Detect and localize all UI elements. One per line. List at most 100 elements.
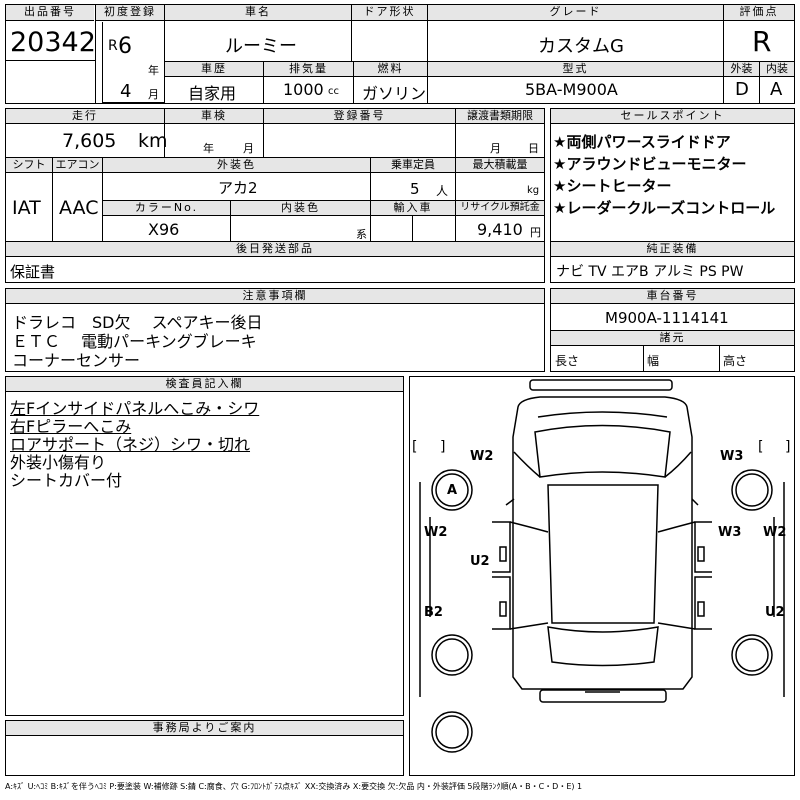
load-header: 最大積載量	[456, 158, 544, 173]
notes-block	[5, 288, 545, 372]
load-unit: kg	[527, 185, 540, 196]
reg-month: 4	[120, 81, 132, 102]
lot-header: 出品番号	[6, 5, 94, 21]
inspector-line: 外装小傷有り	[10, 453, 107, 472]
sales-header: セールスポイント	[551, 109, 794, 124]
seating: 5	[410, 180, 420, 198]
office-header: 事務局よりご案内	[6, 721, 403, 736]
shift: IAT	[12, 197, 41, 219]
lot-number: 20342	[10, 27, 96, 58]
inspector-line: 右Fピラーへこみ	[10, 417, 132, 436]
damage-mark: A	[447, 483, 458, 498]
vehicle-info-block	[5, 108, 545, 242]
later-parts-block	[5, 241, 545, 283]
recycle-fee: 9,410	[477, 220, 523, 239]
name-header: 車名	[165, 5, 351, 21]
mileage: 7,605	[62, 130, 117, 152]
inspector-line: シートカバー付	[10, 471, 123, 490]
bracket-mark: ]	[440, 439, 446, 455]
sales-item: ★両側パワースライドドア	[553, 133, 731, 151]
car-name: ルーミー	[225, 36, 297, 57]
later-parts-value: 保証書	[10, 263, 56, 281]
dims-height: 高さ	[723, 354, 748, 368]
genuine-header: 純正装備	[551, 242, 794, 257]
office-block	[5, 720, 404, 776]
inspect-header: 車検	[165, 109, 263, 124]
damage-mark: W2	[470, 449, 494, 464]
recycle-header: リサイクル預託金	[456, 201, 544, 216]
inspector-line: ロアサポート（ネジ）シワ・切れ	[10, 435, 251, 454]
damage-mark: W3	[720, 449, 744, 464]
displacement: 1000	[283, 80, 324, 99]
score-header: 評価点	[724, 5, 794, 21]
aircon: AAC	[59, 197, 99, 219]
sales-item: ★レーダークルーズコントロール	[553, 199, 776, 217]
damage-mark: B2	[424, 605, 443, 620]
transfer-header: 譲渡書類期限	[456, 109, 544, 124]
chassis-block	[550, 288, 795, 372]
dims-width: 幅	[647, 354, 660, 368]
exterior-color: アカ2	[218, 179, 258, 197]
bracket-mark: [	[412, 439, 418, 455]
sales-item: ★シートヒーター	[553, 177, 672, 195]
seating-unit: 人	[436, 184, 449, 198]
damage-mark: U2	[470, 554, 490, 569]
ext-score: D	[735, 79, 749, 100]
grade-header: グレード	[428, 5, 723, 21]
int-score: A	[770, 79, 783, 100]
damage-diagram: W2 W3 A W2 W3 W2 W2 U2 U2 B2 U2 [ ] [ ]	[409, 376, 795, 776]
disp-unit: cc	[328, 86, 339, 97]
ext-header: 外装	[724, 62, 759, 77]
history-header: 車歴	[165, 62, 263, 77]
transfer-month-unit: 月	[490, 142, 501, 155]
intcolor-unit: 系	[356, 228, 367, 241]
damage-mark: W2	[424, 525, 448, 540]
int-header: 内装	[760, 62, 794, 77]
inspector-line: 左Fインサイドパネルへこみ・シワ	[10, 399, 260, 418]
plate-header: 登録番号	[264, 109, 455, 124]
color-number: X96	[148, 220, 180, 239]
chassis-number: M900A-1114141	[605, 309, 729, 327]
inspect-year-unit: 年	[203, 142, 214, 155]
car-outline-svg	[419, 379, 785, 753]
notes-header: 注意事項欄	[6, 289, 544, 304]
score: R	[752, 25, 772, 58]
fuel: ガソリン	[362, 84, 427, 103]
damage-mark: U2	[765, 605, 785, 620]
model-header: 型式	[428, 62, 723, 77]
genuine-value: ナビ TV エアB アルミ PS PW	[556, 264, 744, 280]
notes-line: ドラレコ SD欠 スペアキー後日	[12, 313, 263, 332]
fuel-header: 燃料	[354, 62, 427, 77]
door-header: ドア形状	[352, 5, 427, 21]
reg-year: 6	[118, 34, 132, 59]
recycle-unit: 円	[530, 226, 541, 239]
later-parts-header: 後日発送部品	[6, 242, 544, 257]
reg-month-unit: 月	[148, 88, 159, 101]
history: 自家用	[188, 84, 237, 103]
import-header: 輸入車	[371, 201, 455, 216]
inspect-month-unit: 月	[243, 142, 254, 155]
reg-header: 初度登録	[96, 5, 164, 21]
seat-header: 乗車定員	[371, 158, 455, 173]
shift-header: シフト	[6, 158, 52, 173]
colorno-header: カラーNo.	[103, 201, 230, 216]
color-header: 外装色	[103, 158, 370, 173]
chassis-header: 車台番号	[551, 289, 794, 304]
model-code: 5BA-M900A	[525, 80, 618, 99]
reg-year-unit: 年	[148, 64, 159, 77]
inspector-block	[5, 376, 404, 716]
intcolor-header: 内装色	[231, 201, 370, 216]
genuine-block	[550, 241, 795, 283]
notes-line: コーナーセンサー	[12, 351, 141, 370]
ac-header: エアコン	[53, 158, 102, 173]
disp-header: 排気量	[264, 62, 353, 77]
mileage-unit: km	[138, 130, 168, 152]
dims-length: 長さ	[555, 354, 580, 368]
dims-header: 諸元	[551, 331, 794, 346]
grade: カスタムG	[538, 36, 624, 57]
notes-line: ＥＴＣ 電動パーキングブレーキ	[12, 332, 257, 351]
bracket-mark: ]	[785, 439, 791, 455]
top-block	[5, 4, 795, 104]
damage-mark: W2	[763, 525, 787, 540]
mileage-header: 走行	[6, 109, 164, 124]
